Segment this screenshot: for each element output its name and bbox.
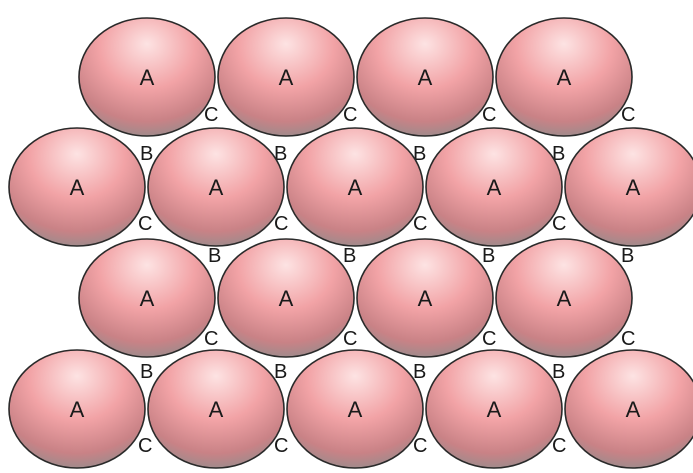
sphere-label: A	[70, 397, 85, 422]
sphere-layer: A A A A A A A A A A A A A A A A A A	[9, 18, 693, 468]
sphere-label: A	[348, 397, 363, 422]
sphere-4: A	[496, 18, 632, 136]
b-site-label-8: B	[208, 245, 221, 267]
b-site-label-10: B	[482, 245, 495, 267]
sphere-label: A	[140, 65, 155, 90]
sphere-7: A	[287, 128, 423, 246]
sphere-label: A	[557, 65, 572, 90]
c-site-label-12: C	[138, 435, 152, 457]
sphere-label: A	[348, 175, 363, 200]
c-site-label-6: C	[482, 328, 496, 350]
c-site-label-5: C	[343, 328, 357, 350]
sphere-label: A	[209, 397, 224, 422]
sphere-13: A	[496, 239, 632, 357]
sphere-8: A	[426, 128, 562, 246]
sphere-9: A	[565, 128, 693, 246]
c-site-label-7: C	[621, 328, 635, 350]
sphere-1: A	[79, 18, 215, 136]
b-site-label-4: B	[140, 361, 153, 383]
sphere-14: A	[9, 350, 145, 468]
sphere-label: A	[626, 175, 641, 200]
sphere-label: A	[418, 65, 433, 90]
sphere-15: A	[148, 350, 284, 468]
sphere-label: A	[418, 286, 433, 311]
sphere-11: A	[218, 239, 354, 357]
sphere-18: A	[565, 350, 693, 468]
sphere-5: A	[9, 128, 145, 246]
sphere-label: A	[487, 397, 502, 422]
sphere-17: A	[426, 350, 562, 468]
sphere-12: A	[357, 239, 493, 357]
sphere-10: A	[79, 239, 215, 357]
sphere-label: A	[279, 65, 294, 90]
sphere-label: A	[557, 286, 572, 311]
c-site-label-8: C	[138, 213, 152, 235]
sphere-3: A	[357, 18, 493, 136]
c-site-label-4: C	[204, 328, 218, 350]
b-site-label-9: B	[343, 245, 356, 267]
sphere-16: A	[287, 350, 423, 468]
sphere-label: A	[626, 397, 641, 422]
sphere-6: A	[148, 128, 284, 246]
sphere-label: A	[140, 286, 155, 311]
sphere-label: A	[209, 175, 224, 200]
sphere-label: A	[487, 175, 502, 200]
sphere-label: A	[70, 175, 85, 200]
b-site-label-11: B	[621, 245, 634, 267]
sphere-2: A	[218, 18, 354, 136]
sphere-label: A	[279, 286, 294, 311]
b-site-label-0: B	[140, 143, 153, 165]
